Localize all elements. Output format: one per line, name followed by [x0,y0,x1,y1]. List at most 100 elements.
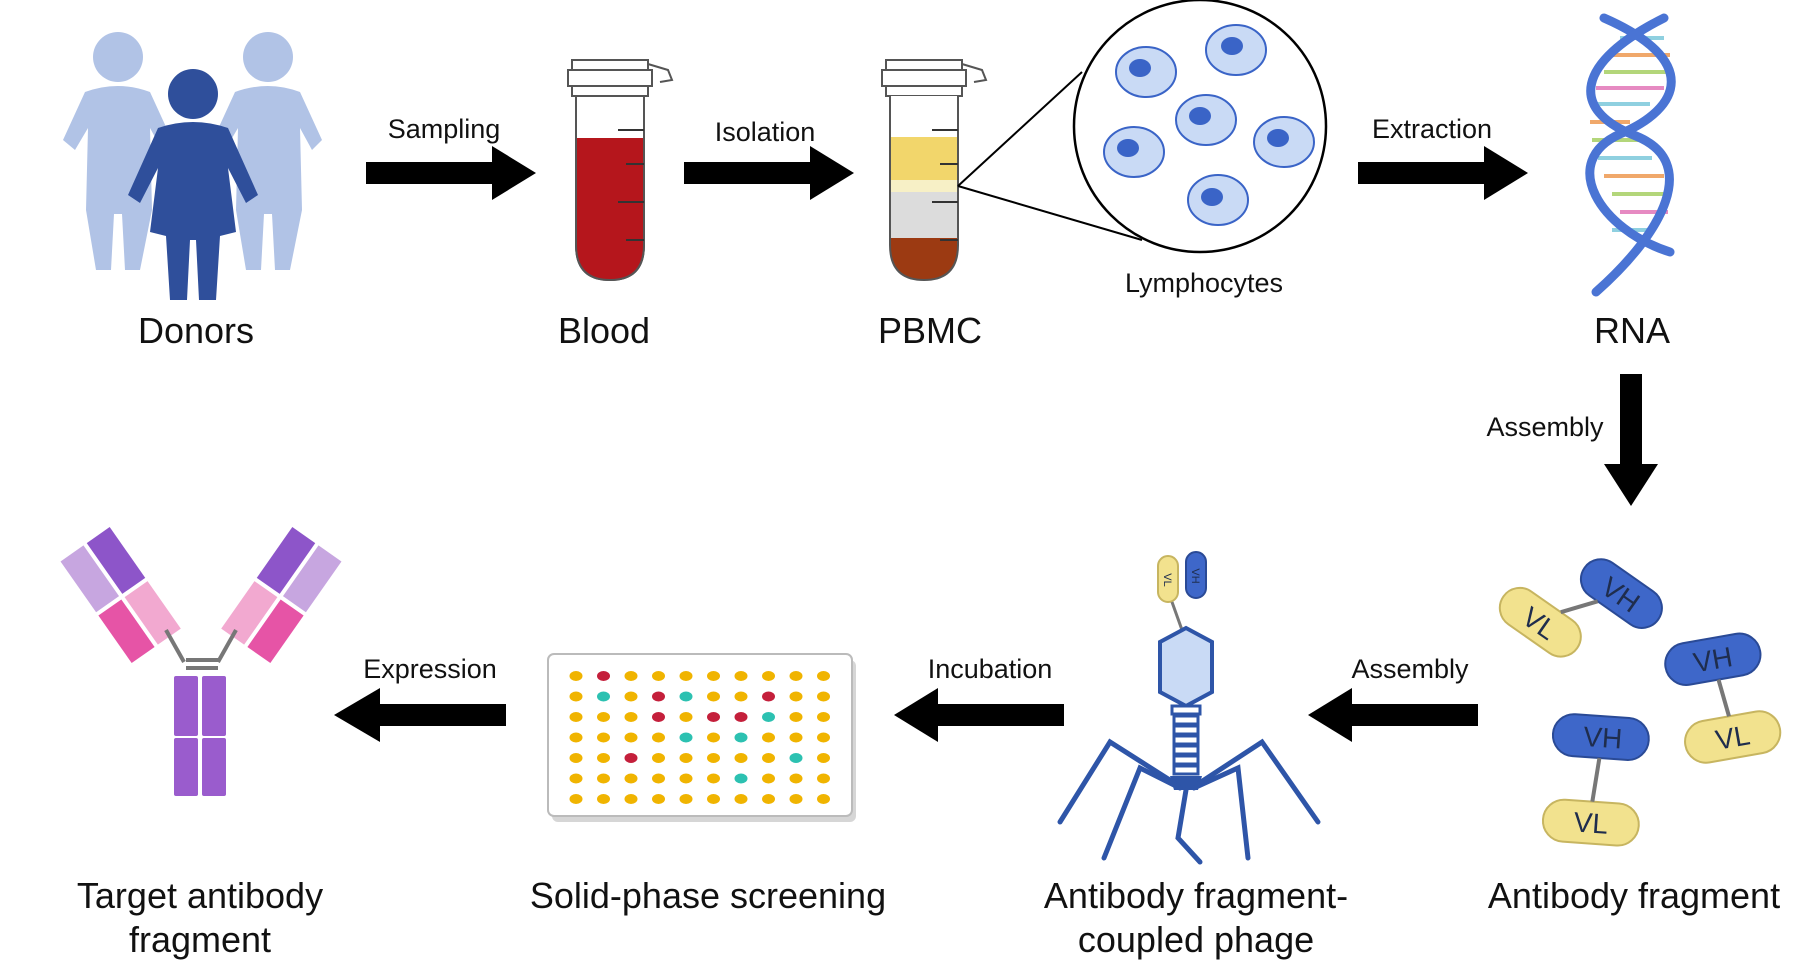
plate-well [652,671,665,681]
plate-well [734,732,748,743]
plate-well [624,773,638,784]
antibody-y-icon [60,527,342,796]
plate-well [679,732,693,743]
plate-well [734,671,748,681]
plate-well [789,794,803,804]
plate-well [817,671,830,681]
plate-well [707,712,720,722]
isolation-arrow [684,146,854,200]
plate-well [652,753,665,763]
plate-well [597,773,610,784]
plate-well [679,753,693,763]
sampling-label: Sampling [388,114,501,144]
rna-helix-icon [1585,13,1676,297]
plate-well [569,773,583,784]
plate-well [597,732,610,743]
screening-label: Solid-phase screening [530,875,886,916]
plate-well [679,671,693,681]
plate-well [707,753,720,763]
plate-well [734,691,748,702]
target-label-line1: Target antibody [77,875,323,916]
plate-well [707,691,720,702]
microplate-icon [547,653,856,822]
plate-well [569,732,583,743]
assembly-left-label: Assembly [1351,654,1469,684]
plate-well [679,712,693,722]
vl-label: VL [1713,719,1752,755]
plate-well [762,753,775,763]
lymphocytes-label: Lymphocytes [1125,268,1283,298]
plate-well [734,773,748,784]
phage-label-line1: Antibody fragment- [1044,875,1348,916]
assembly-left-arrow [1308,688,1478,742]
plate-well [734,753,748,763]
plate-well [762,671,775,681]
plate-well [789,753,803,763]
plate-well [652,773,665,784]
expression-arrow [334,688,506,742]
plate-well [679,773,693,784]
vl-label: VL [1573,806,1609,839]
rna-label: RNA [1594,310,1670,351]
plate-well [569,753,583,763]
plate-well [817,794,830,804]
plate-well [707,773,720,784]
plate-well [679,794,693,804]
plate-well [597,671,610,681]
plate-well [652,732,665,743]
expression-label: Expression [363,654,497,684]
plate-well [569,794,583,804]
plate-well [597,794,610,804]
plate-well [817,753,830,763]
donors-icon [63,32,322,300]
blood-tube-icon [567,59,674,282]
plate-well [789,671,803,681]
sampling-arrow [366,146,536,200]
plate-well [789,712,803,722]
plate-well [652,691,665,702]
vh-label: VH [1189,568,1201,583]
plate-well [569,691,583,702]
assembly-down-arrow [1604,374,1658,506]
plate-well [569,671,583,681]
plate-well [789,773,803,784]
plate-well [624,671,638,681]
plate-well [597,691,610,702]
plate-well [734,794,748,804]
pbmc-tube-icon [881,59,1143,282]
pbmc-label: PBMC [878,310,982,351]
plate-well [762,691,775,702]
vh-label: VH [1691,641,1735,678]
plate-well [624,732,638,743]
plate-well [624,712,638,722]
plate-well [679,691,693,702]
vh-label: VH [1582,721,1623,755]
donors-label: Donors [138,310,254,351]
blood-label: Blood [558,310,650,351]
plate-well [789,691,803,702]
lymphocytes-zoom-icon [1072,0,1328,254]
plate-well [817,773,830,784]
plate-well [762,732,775,743]
assembly-down-label: Assembly [1486,412,1604,442]
extraction-arrow [1358,146,1528,200]
plate-well [652,794,665,804]
target-label-line2: fragment [129,919,271,960]
plate-well [762,773,775,784]
plate-well [789,732,803,743]
plate-well [569,712,583,722]
plate-well [624,691,638,702]
incubation-arrow [894,688,1064,742]
extraction-label: Extraction [1372,114,1492,144]
plate-well [707,794,720,804]
plate-well [652,712,665,722]
plate-well [734,712,748,722]
phage-label-line2: coupled phage [1078,919,1314,960]
plate-well [624,794,638,804]
plate-well [597,753,610,763]
plate-well [624,753,638,763]
plate-well [817,691,830,702]
antibody-fragment-label: Antibody fragment [1488,875,1780,916]
plate-well [817,712,830,722]
